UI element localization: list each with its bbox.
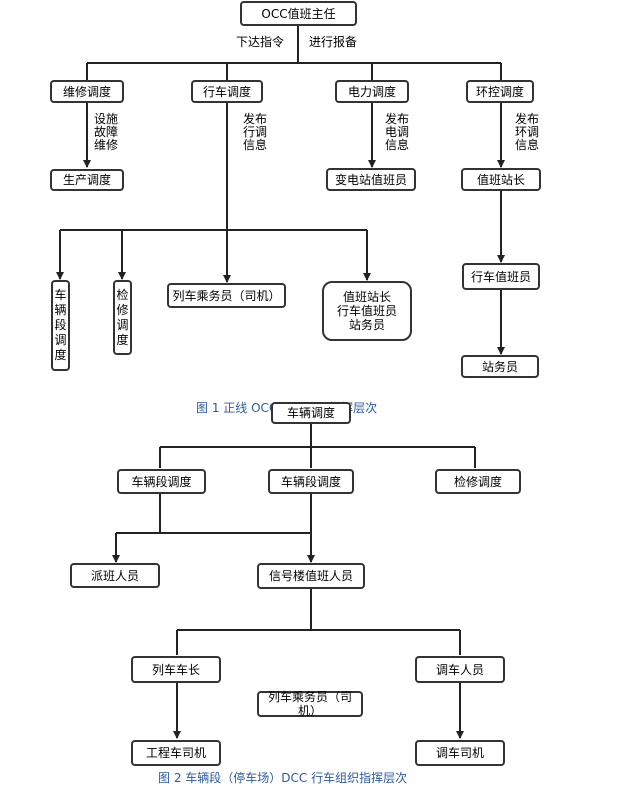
node-train-conductor-label: 列车车长 xyxy=(151,662,200,677)
node-shunting-staff-label: 调车人员 xyxy=(435,662,484,677)
node-assign-staff: 派班人员 xyxy=(70,563,160,588)
node-production-dispatch-label: 生产调度 xyxy=(62,173,111,187)
node-substation-duty-label: 变电站值班员 xyxy=(334,172,407,187)
node-production-dispatch: 生产调度 xyxy=(50,169,124,191)
node-maintenance-dispatch: 维修调度 xyxy=(50,80,124,103)
node-station-master-label: 值班站长 xyxy=(476,172,525,187)
node-vehicle-segment-dispatch-left-label: 车辆段调度 xyxy=(131,474,192,489)
node-train-duty-officer: 行车值班员 xyxy=(462,263,540,290)
node-vehicle-dispatch-top-label: 车辆调度 xyxy=(286,406,335,420)
node-train-conductor: 列车车长 xyxy=(131,656,221,683)
label-issue-orders: 下达指令 xyxy=(236,35,285,49)
node-train-driver: 列车乘务员（司机） xyxy=(167,283,286,308)
label-facility-repair: 设施 故障 维修 xyxy=(94,112,119,152)
node-engineering-driver-label: 工程车司机 xyxy=(145,746,206,760)
node-inspect-dispatch-vertical-label: 检 修 调 度 xyxy=(116,287,129,347)
node-inspect-dispatch: 检修调度 xyxy=(435,469,521,494)
node-traffic-dispatch: 行车调度 xyxy=(191,80,263,103)
node-signal-tower-duty: 信号楼值班人员 xyxy=(257,563,365,589)
node-vehicle-segment-dispatch-center: 车辆段调度 xyxy=(268,469,354,494)
node-train-driver-2: 列车乘务员（司机） xyxy=(257,690,363,718)
figure2-caption: 图 2 车辆段（停车场）DCC 行车组织指挥层次 xyxy=(158,771,408,785)
node-substation-duty: 变电站值班员 xyxy=(326,168,416,191)
node-shunting-driver: 调车司机 xyxy=(415,740,505,766)
node-station-group-label: 值班站长 行车值班员 站务员 xyxy=(336,290,397,332)
node-assign-staff-label: 派班人员 xyxy=(90,568,139,583)
node-shunting-driver-label: 调车司机 xyxy=(435,746,484,760)
node-maintenance-dispatch-label: 维修调度 xyxy=(62,84,111,99)
node-depot-dispatch-vertical: 车 辆 段 调 度 xyxy=(51,280,70,371)
node-power-dispatch-label: 电力调度 xyxy=(347,84,396,99)
node-occ-director-label: OCC值班主任 xyxy=(261,6,336,21)
node-depot-dispatch-vertical-label: 车 辆 段 调 度 xyxy=(54,288,67,362)
node-inspect-dispatch-vertical: 检 修 调 度 xyxy=(113,280,132,355)
label-report: 进行报备 xyxy=(309,35,358,49)
node-shunting-staff: 调车人员 xyxy=(415,656,505,683)
node-train-driver-2-label: 列车乘务员（司机） xyxy=(267,690,352,718)
label-traffic-info: 发布 行调 信息 xyxy=(243,112,268,152)
node-vehicle-segment-dispatch-left: 车辆段调度 xyxy=(117,469,206,494)
node-station-staff-label: 站务员 xyxy=(481,359,518,374)
node-vehicle-dispatch-top: 车辆调度 xyxy=(271,402,351,424)
node-train-duty-officer-label: 行车值班员 xyxy=(470,269,531,284)
node-traffic-dispatch-label: 行车调度 xyxy=(202,84,251,99)
node-occ-director: OCC值班主任 xyxy=(240,1,357,26)
node-station-staff: 站务员 xyxy=(461,355,539,378)
node-station-master: 值班站长 xyxy=(461,168,541,191)
node-signal-tower-duty-label: 信号楼值班人员 xyxy=(268,569,353,583)
label-power-info: 发布 电调 信息 xyxy=(385,112,410,152)
node-power-dispatch: 电力调度 xyxy=(335,80,409,103)
label-env-info: 发布 环调 信息 xyxy=(515,112,540,152)
node-train-driver-label: 列车乘务员（司机） xyxy=(172,288,281,303)
node-env-dispatch-label: 环控调度 xyxy=(475,84,524,99)
node-env-dispatch: 环控调度 xyxy=(466,80,534,103)
node-station-group: 值班站长 行车值班员 站务员 xyxy=(322,281,412,341)
node-engineering-driver: 工程车司机 xyxy=(131,740,221,766)
node-inspect-dispatch-label: 检修调度 xyxy=(453,474,502,489)
node-vehicle-segment-dispatch-center-label: 车辆段调度 xyxy=(280,474,341,489)
